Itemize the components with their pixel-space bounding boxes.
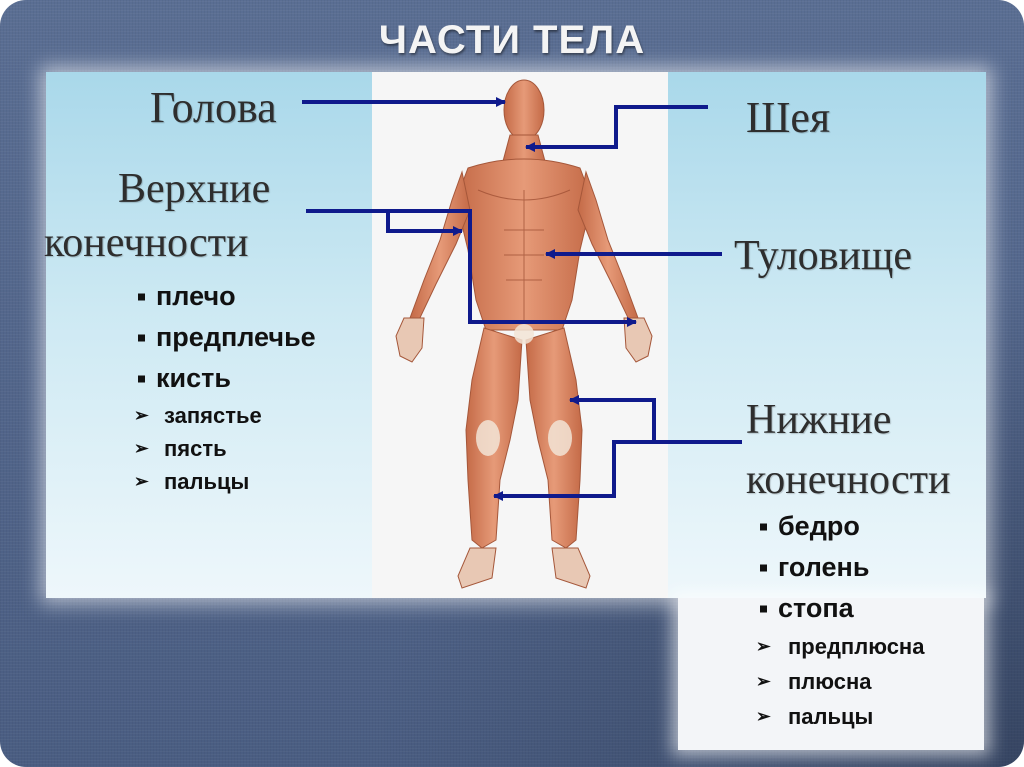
label-lower-limbs-line2: конечности [746,457,951,503]
slide-title: ЧАСТИ ТЕЛА [378,18,646,62]
figure-left-knee [476,420,500,456]
list-item: запястье [134,399,316,432]
upper-limb-list: плечо предплечье кисть запястье пясть па… [134,276,316,498]
arrow-lower-limb-thigh [569,395,742,444]
label-head: Голова [150,83,277,132]
arrow-upper-limb-hand [388,209,637,327]
label-upper-limbs-line2: конечности [44,220,249,266]
list-item: бедро [756,506,924,547]
label-torso: Туловище [734,233,912,279]
label-lower-limbs-line1: Нижние [746,397,892,443]
list-item: стопа [756,588,924,629]
list-item: предплечье [134,317,316,358]
list-item: пальцы [756,699,924,734]
figure-left-hand [395,317,425,363]
arrow-upper-limb-arm [306,209,463,236]
list-item: плечо [134,276,316,317]
figure-right-hand [623,317,653,363]
figure-pelvis [514,324,534,344]
figure-right-knee [548,420,572,456]
list-item: пясть [134,432,316,465]
arrow-neck [525,105,708,152]
list-item: голень [756,547,924,588]
arrow-lower-limb-shin [493,440,654,501]
label-neck: Шея [746,93,831,142]
list-item: пальцы [134,465,316,498]
figure-left-foot [457,547,497,589]
lower-limb-list: бедро голень стопа предплюсна плюсна пал… [756,506,924,734]
list-item: предплюсна [756,629,924,664]
list-item: кисть [134,358,316,399]
list-item: плюсна [756,664,924,699]
figure-right-foot [551,547,591,589]
label-upper-limbs-line1: Верхние [118,166,271,212]
